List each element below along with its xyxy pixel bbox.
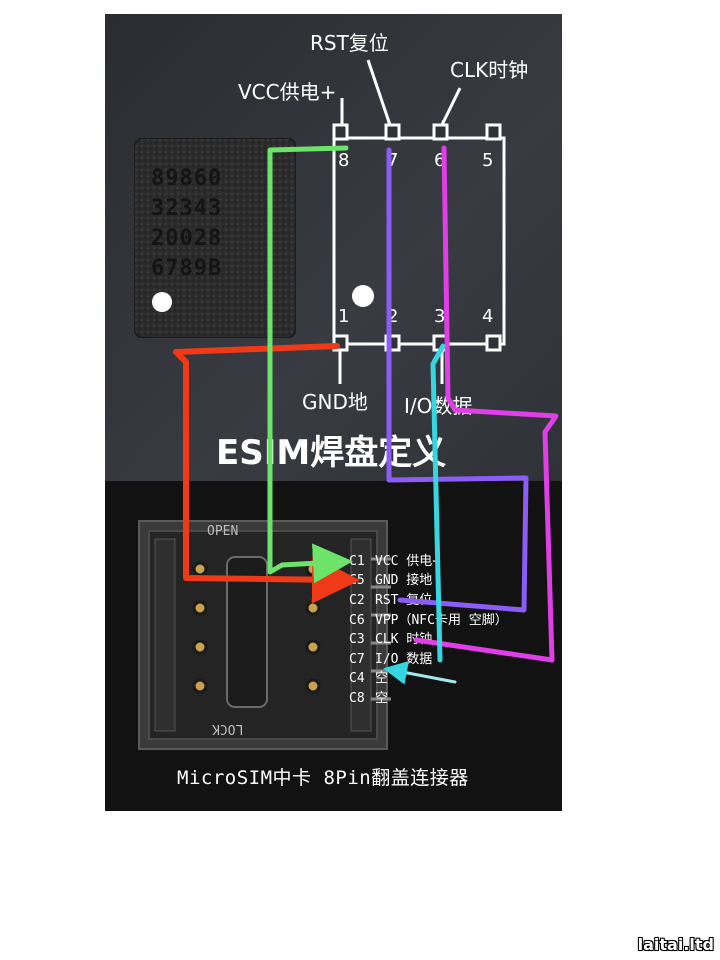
contact-dot xyxy=(192,561,208,577)
pin-number-6: 6 xyxy=(434,150,446,171)
esim-chip xyxy=(134,138,296,338)
pin-number-5: 5 xyxy=(482,150,494,171)
label-rst: RST复位 xyxy=(310,31,389,55)
sim-pin-desc: 空 xyxy=(375,691,389,706)
pin-number-7: 7 xyxy=(387,150,399,171)
sim-pin-code: C7 xyxy=(349,652,365,667)
vcc-wire xyxy=(267,145,353,584)
sim-pin-code: C6 xyxy=(349,613,365,628)
pin-number-3: 3 xyxy=(434,306,446,327)
connector-caption: MicroSIM中卡 8Pin翻盖连接器 xyxy=(177,767,469,789)
chip-marking-line: 6789B xyxy=(151,256,223,281)
chip-marking-line: 32343 xyxy=(151,196,223,221)
contact-dot xyxy=(192,600,208,616)
pin-number-8: 8 xyxy=(338,150,350,171)
gnd-wire xyxy=(173,343,360,604)
label-leader-lines xyxy=(340,59,462,126)
io-wire xyxy=(430,343,446,663)
pad-5 xyxy=(485,123,502,141)
rst-wire xyxy=(386,147,529,613)
sim-pin-row: C8 空 xyxy=(349,692,388,705)
contact-dot xyxy=(305,678,321,694)
contact-dot xyxy=(305,639,321,655)
clk-wire xyxy=(413,145,559,663)
label-gnd: GND地 xyxy=(302,390,368,414)
sim-pin-desc: VCC 供电+ xyxy=(375,554,441,569)
sim-pin-code: C3 xyxy=(349,632,365,647)
contact-dot xyxy=(192,678,208,694)
chip-marking-line: 20028 xyxy=(151,226,223,251)
pad-6 xyxy=(432,123,449,141)
pin-number-2: 2 xyxy=(387,306,399,327)
open-label: OPEN xyxy=(207,524,239,539)
pad-4 xyxy=(485,334,502,352)
sim-pin-code: C8 xyxy=(349,691,365,706)
sim-pin-desc: GND 接地 xyxy=(375,573,433,588)
label-vcc: VCC供电+ xyxy=(238,80,337,104)
chip-pin1-dot xyxy=(152,292,172,312)
watermark: laitai.ltd xyxy=(637,935,714,954)
esim-pad-title: ESIM焊盘定义 xyxy=(216,433,447,473)
sim-pin-code: C4 xyxy=(349,671,365,686)
pin-number-4: 4 xyxy=(482,306,494,327)
chip-marking-line: 89860 xyxy=(151,166,223,191)
pin-number-1: 1 xyxy=(338,306,350,327)
contact-dot xyxy=(192,639,208,655)
pin1-indicator-dot xyxy=(352,285,374,307)
io-arrow xyxy=(383,661,457,685)
label-clk: CLK时钟 xyxy=(450,58,529,82)
bottom-leader-lines xyxy=(338,350,444,384)
pad-7 xyxy=(384,123,401,141)
